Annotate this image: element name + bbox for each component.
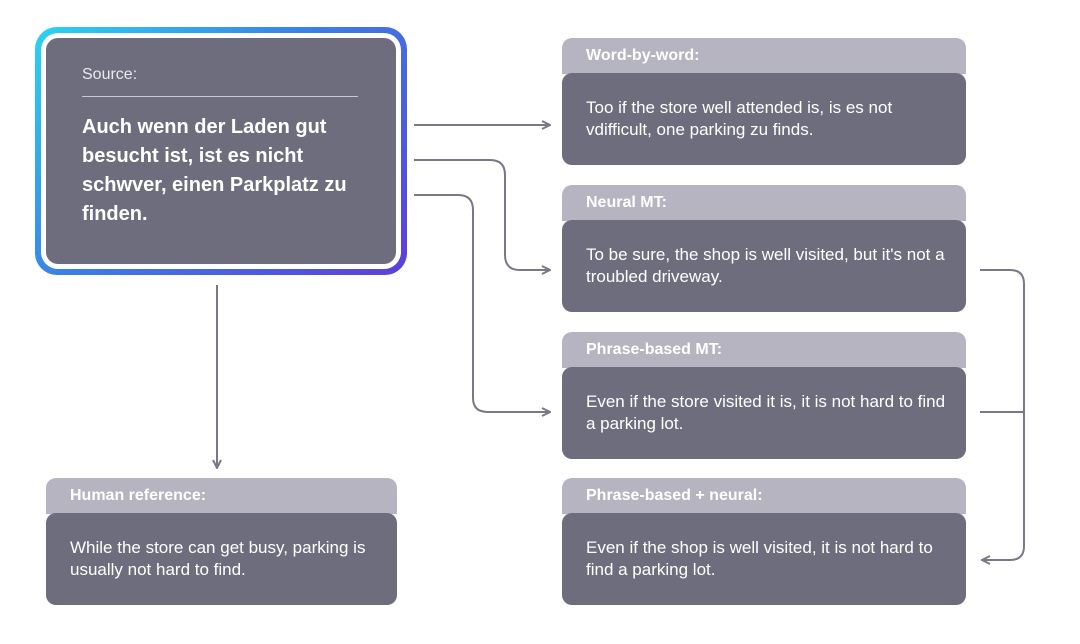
word-by-word-text: Too if the store well attended is, is es… <box>562 73 966 165</box>
neural-mt-text: To be sure, the shop is well visited, bu… <box>562 220 966 312</box>
human-reference-box: Human reference: While the store can get… <box>46 478 397 605</box>
word-by-word-box: Word-by-word: Too if the store well atte… <box>562 38 966 165</box>
phrase-based-mt-text: Even if the store visited it is, it is n… <box>562 367 966 459</box>
source-label: Source: <box>82 66 358 97</box>
neural-mt-title: Neural MT: <box>562 185 966 221</box>
source-text: Auch wenn der Laden gut besucht ist, ist… <box>82 116 347 225</box>
source-box-inner: Source: Auch wenn der Laden gut besucht … <box>41 33 401 269</box>
phrase-based-neural-title: Phrase-based + neural: <box>562 478 966 514</box>
combine-bracket <box>980 269 1025 560</box>
human-reference-title: Human reference: <box>46 478 397 514</box>
phrase-based-mt-box: Phrase-based MT: Even if the store visit… <box>562 332 966 459</box>
phrase-based-neural-text: Even if the shop is well visited, it is … <box>562 513 966 605</box>
phrase-based-mt-title: Phrase-based MT: <box>562 332 966 368</box>
neural-mt-box: Neural MT: To be sure, the shop is well … <box>562 185 966 312</box>
arrow-to-phrase-based-mt <box>414 194 550 412</box>
source-card: Source: Auch wenn der Laden gut besucht … <box>46 38 396 264</box>
human-reference-text: While the store can get busy, parking is… <box>46 513 397 605</box>
arrow-to-neural-mt <box>414 159 550 270</box>
word-by-word-title: Word-by-word: <box>562 38 966 74</box>
phrase-based-neural-box: Phrase-based + neural: Even if the shop … <box>562 478 966 605</box>
source-box: Source: Auch wenn der Laden gut besucht … <box>35 27 407 275</box>
